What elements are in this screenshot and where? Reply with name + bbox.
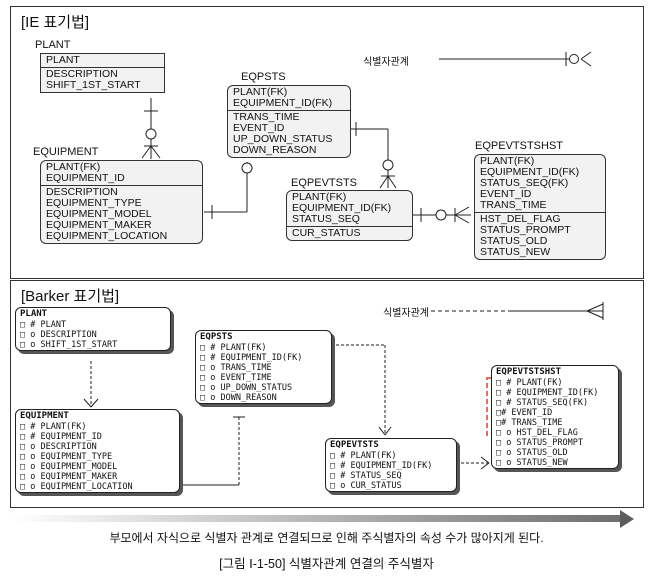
attribute: EQUIPMENT_MODEL	[46, 208, 152, 220]
caption-text: 부모에서 자식으로 식별자 관계로 연결되므로 인해 주식별자의 속성 수가 많…	[109, 531, 544, 545]
attribute: SHIFT_1ST_START	[46, 79, 141, 91]
barker-entity-equipment: EQUIPMENT □ # PLANT(FK) □ # EQUIPMENT_ID…	[15, 409, 180, 493]
attribute: □ # PLANT(FK)	[496, 378, 563, 388]
entity-box: PLANT(FK) EQUIPMENT_ID DESCRIPTION EQUIP…	[40, 160, 203, 244]
barker-notation-panel: [Barker 표기법] 식	[10, 280, 644, 508]
attribute: □ # PLANT(FK)	[20, 422, 87, 432]
figure-caption: [그림 Ⅰ-1-50] 식별자관계 연결의 주식별자	[219, 557, 434, 571]
attribute: EQUIPMENT_ID(FK)	[233, 97, 333, 109]
attribute: STATUS_NEW	[480, 246, 551, 258]
entity-name: EQPEVTSTS	[291, 177, 358, 189]
attribute: □ o TRANS_TIME	[200, 363, 272, 373]
attribute: □ # STATUS_SEQ(FK)	[496, 398, 589, 408]
entity-name: EQPSTS	[200, 332, 233, 342]
attribute: □ # PLANT(FK)	[200, 343, 267, 353]
pk-section: PLANT(FK) EQUIPMENT_ID(FK) STATUS_SEQ	[287, 191, 412, 227]
attribute: □ o STATUS_OLD	[496, 448, 568, 458]
attribute: □ o CUR_STATUS	[330, 481, 402, 491]
attribute: PLANT	[46, 54, 80, 66]
attr-section: TRANS_TIME EVENT_ID UP_DOWN_STATUS DOWN_…	[228, 111, 350, 157]
arrow-head-icon	[620, 510, 634, 528]
entity-name: EQPEVTSTS	[330, 440, 379, 450]
attr-section: HST_DEL_FLAG STATUS_PROMPT STATUS_OLD ST…	[475, 213, 605, 259]
barker-entity-eqpevtsts: EQPEVTSTS □ # PLANT(FK) □ # EQUIPMENT_ID…	[325, 438, 457, 492]
attribute: □ # PLANT	[20, 320, 67, 330]
attr-section: DESCRIPTION EQUIPMENT_TYPE EQUIPMENT_MOD…	[41, 186, 202, 243]
entity-name: PLANT	[35, 39, 71, 51]
entity-box: PLANT(FK) EQUIPMENT_ID(FK) STATUS_SEQ CU…	[286, 190, 413, 241]
attribute: DOWN_REASON	[233, 144, 317, 156]
attribute: STATUS_SEQ(FK)	[480, 177, 569, 189]
attribute: □ o HST_DEL_FLAG	[496, 428, 578, 438]
attribute: PLANT(FK)	[480, 155, 535, 167]
attribute: □ o EQUIPMENT_MODEL	[20, 462, 118, 472]
attribute: EQUIPMENT_ID	[46, 172, 125, 184]
attribute: □ # STATUS_SEQ	[330, 471, 402, 481]
direction-arrow	[10, 515, 622, 522]
attribute: DESCRIPTION	[46, 68, 118, 80]
entity-name: EQUIPMENT	[20, 411, 69, 421]
attribute: □ o SHIFT_1ST_START	[20, 340, 118, 350]
attribute: PLANT(FK)	[292, 191, 347, 203]
attribute: □ o STATUS_NEW	[496, 458, 568, 468]
attribute: EQUIPMENT_LOCATION	[46, 230, 168, 242]
attribute: □ o DESCRIPTION	[20, 330, 97, 340]
barker-entity-eqpevtstshst: EQPEVTSTSHST □ # PLANT(FK) □ # EQUIPMENT…	[491, 365, 619, 469]
attribute: □ o STATUS_PROMPT	[496, 438, 583, 448]
attribute: EQUIPMENT_TYPE	[46, 197, 142, 209]
attribute: STATUS_SEQ	[292, 213, 360, 225]
ie-notation-panel: [IE 표기법]	[10, 6, 644, 279]
ie-legend-label: 식별자관계	[363, 57, 409, 68]
attribute: HST_DEL_FLAG	[480, 213, 561, 225]
pk-section: PLANT(FK) EQUIPMENT_ID(FK)	[228, 86, 350, 111]
pk-section: PLANT(FK) EQUIPMENT_ID(FK) STATUS_SEQ(FK…	[475, 155, 605, 213]
pk-section: PLANT(FK) EQUIPMENT_ID	[41, 161, 202, 186]
attribute: EQUIPMENT_ID(FK)	[292, 202, 392, 214]
barker-entity-eqpsts: EQPSTS □ # PLANT(FK) □ # EQUIPMENT_ID(FK…	[195, 330, 332, 404]
entity-box: PLANT DESCRIPTION SHIFT_1ST_START	[40, 53, 165, 93]
attribute: STATUS_OLD	[480, 235, 548, 247]
attribute: EQUIPMENT_ID(FK)	[480, 166, 580, 178]
attribute: □ # PLANT(FK)	[330, 451, 397, 461]
attribute: DESCRIPTION	[46, 186, 118, 198]
attribute: □ # EQUIPMENT_ID(FK)	[330, 461, 433, 471]
entity-name: PLANT	[20, 309, 48, 319]
attr-section: CUR_STATUS	[287, 227, 412, 240]
entity-box: PLANT(FK) EQUIPMENT_ID(FK) STATUS_SEQ(FK…	[474, 154, 606, 260]
attribute: STATUS_PROMPT	[480, 224, 571, 236]
attribute: □# TRANS_TIME	[496, 418, 563, 428]
attribute: □ o EQUIPMENT_LOCATION	[20, 482, 133, 492]
entity-name: EQUIPMENT	[33, 146, 99, 158]
attribute: EQUIPMENT_MAKER	[46, 219, 152, 231]
attribute: TRANS_TIME	[233, 111, 300, 123]
attribute: □ o DESCRIPTION	[20, 442, 97, 452]
attribute: □ o UP_DOWN_STATUS	[200, 383, 293, 393]
attribute: PLANT(FK)	[46, 161, 101, 173]
attribute: □ o EQUIPMENT_TYPE	[20, 452, 113, 462]
attribute: EVENT_ID	[233, 122, 285, 134]
ie-panel-title: [IE 표기법]	[21, 14, 90, 31]
attribute: PLANT(FK)	[233, 86, 288, 98]
entity-name: EQPEVTSTSHST	[475, 140, 564, 152]
attribute: UP_DOWN_STATUS	[233, 133, 333, 145]
attribute: CUR_STATUS	[292, 227, 361, 239]
attribute: TRANS_TIME	[480, 199, 547, 211]
attribute: □ # EQUIPMENT_ID(FK)	[200, 353, 303, 363]
pk-section: PLANT	[41, 54, 164, 68]
attribute: □# EVENT_ID	[496, 408, 553, 418]
barker-legend-label: 식별자관계	[383, 308, 429, 319]
attr-section: DESCRIPTION SHIFT_1ST_START	[41, 68, 164, 92]
barker-entity-plant: PLANT □ # PLANT □ o DESCRIPTION □ o SHIF…	[15, 307, 171, 351]
entity-name: EQPEVTSTSHST	[496, 367, 562, 377]
attribute: □ o EQUIPMENT_MAKER	[20, 472, 118, 482]
attribute: EVENT_ID	[480, 188, 532, 200]
attribute: □ # EQUIPMENT_ID	[20, 432, 102, 442]
attribute: □ o DOWN_REASON	[200, 393, 277, 403]
barker-panel-title: [Barker 표기법]	[21, 288, 120, 305]
attribute: □ o EVENT_TIME	[200, 373, 272, 383]
attribute: □ # EQUIPMENT_ID(FK)	[496, 388, 599, 398]
entity-box: PLANT(FK) EQUIPMENT_ID(FK) TRANS_TIME EV…	[227, 85, 351, 158]
entity-name: EQPSTS	[241, 71, 286, 83]
